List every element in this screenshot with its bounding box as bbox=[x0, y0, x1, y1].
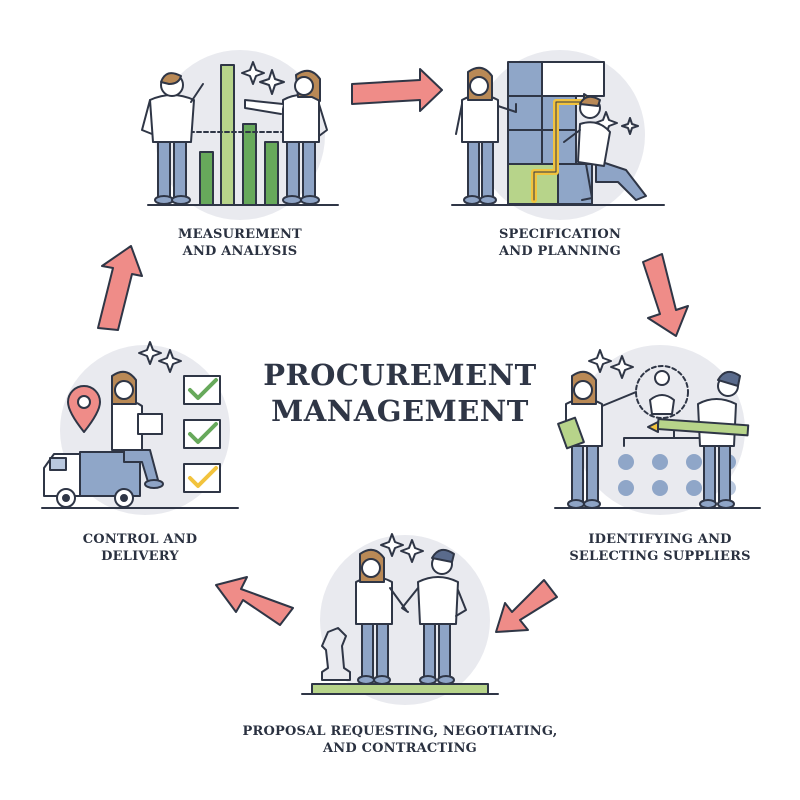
page-title: PROCUREMENT MANAGEMENT bbox=[200, 357, 600, 429]
cycle-arrow-icon bbox=[642, 253, 689, 337]
cycle-arrow-icon bbox=[495, 579, 558, 633]
title-line-1: PROCUREMENT bbox=[263, 358, 537, 392]
step-label-measurement: MEASUREMENT AND ANALYSIS bbox=[178, 227, 302, 259]
cycle-arrow-icon bbox=[351, 68, 443, 112]
measurement-illustration bbox=[141, 61, 339, 206]
negotiation-illustration bbox=[301, 533, 499, 695]
step-label-delivery: CONTROL AND DELIVERY bbox=[82, 532, 198, 564]
suppliers-illustration bbox=[554, 349, 761, 509]
step-label-negotiation: PROPOSAL REQUESTING, NEGOTIATING, AND CO… bbox=[242, 724, 558, 756]
cycle-arrow-icon bbox=[215, 576, 294, 626]
step-label-specification: SPECIFICATION AND PLANNING bbox=[498, 227, 622, 259]
step-label-suppliers: IDENTIFYING AND SELECTING SUPPLIERS bbox=[569, 532, 751, 564]
title-line-2: MANAGEMENT bbox=[271, 394, 529, 428]
delivery-illustration bbox=[41, 341, 239, 509]
cycle-arrow-icon bbox=[97, 245, 143, 331]
specification-illustration bbox=[451, 61, 665, 206]
